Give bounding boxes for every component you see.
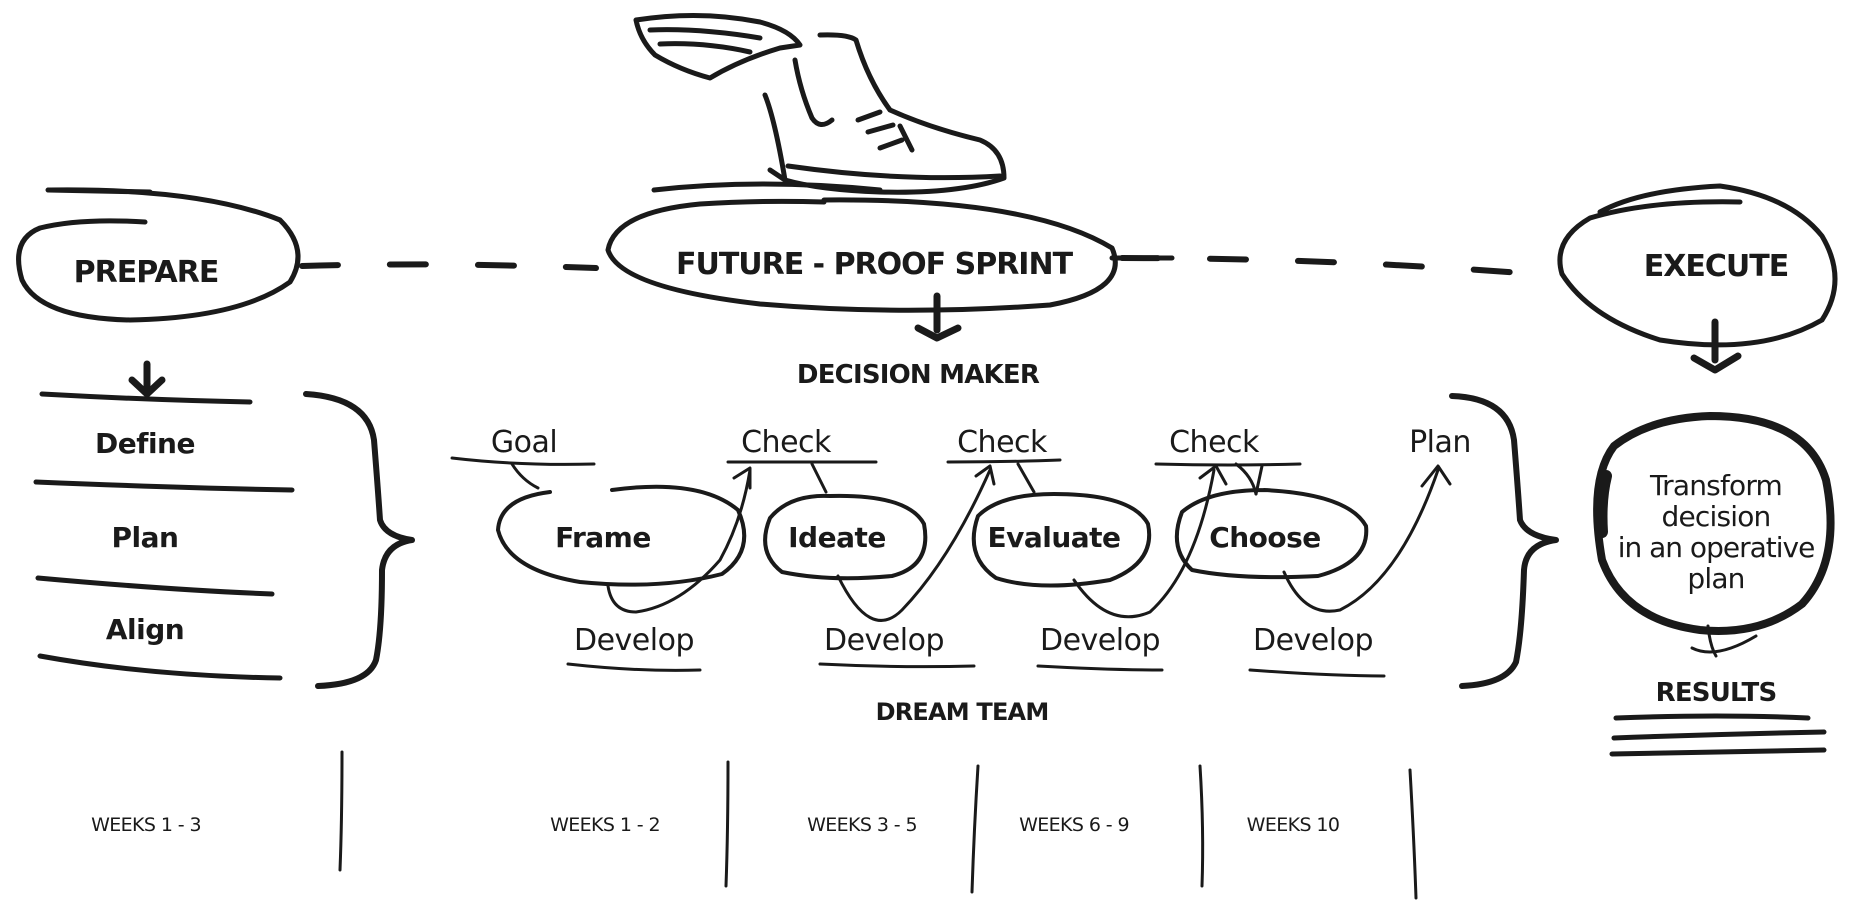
stage-choose: Choose [1209, 521, 1321, 554]
weeks-ideate-label: WEEKS 3 - 5 [807, 814, 917, 836]
arrow-down-icon [1690, 318, 1742, 374]
decision-maker-label: DECISION MAKER [796, 360, 1040, 390]
winged-shoe-icon [633, 12, 1007, 195]
week-dividers [338, 750, 1418, 900]
develop-label-2: Develop [823, 623, 945, 658]
weeks-prepare-label: WEEKS 1 - 3 [91, 814, 201, 836]
checkpoint-check-3: Check [1169, 425, 1259, 460]
execute-text-line1: Transform [1649, 469, 1783, 502]
execute-text-line3: in an operative [1617, 531, 1816, 564]
develop-arrows [606, 464, 1452, 622]
weeks-evaluate-label: WEEKS 6 - 9 [1019, 814, 1129, 836]
prepare-step-define: Define [95, 427, 195, 460]
timeline-connector [299, 255, 1563, 279]
weeks-choose-label: WEEKS 10 [1246, 814, 1340, 836]
right-brace [1449, 393, 1559, 689]
results-underlines [1609, 713, 1827, 757]
prepare-step-plan: Plan [111, 521, 179, 554]
develop-underlines [566, 662, 1386, 678]
left-brace [303, 391, 415, 689]
sprint-bubble [605, 197, 1175, 313]
result-pointer [1690, 624, 1758, 658]
checkpoint-check-2: Check [957, 425, 1047, 460]
stage-ideate: Ideate [788, 521, 886, 554]
execute-circle [1593, 412, 1835, 635]
phase-execute-label: EXECUTE [1643, 249, 1789, 284]
checkpoint-underlines [450, 456, 1302, 496]
execute-text-line4: plan [1687, 562, 1745, 595]
checkpoint-plan: Plan [1409, 425, 1471, 460]
weeks-frame-label: WEEKS 1 - 2 [550, 814, 660, 836]
phase-sprint-label: FUTURE - PROOF SPRINT [675, 247, 1073, 282]
checkpoint-check-1: Check [741, 425, 831, 460]
arrow-down-icon [914, 292, 962, 342]
dream-team-label: DREAM TEAM [875, 698, 1050, 726]
stage-ellipses [496, 484, 1369, 588]
arrow-down-icon [128, 360, 166, 398]
prepare-step-lines [33, 391, 295, 681]
develop-label-3: Develop [1039, 623, 1161, 658]
stage-frame: Frame [555, 521, 651, 554]
prepare-step-align: Align [105, 613, 185, 646]
checkpoint-goal: Goal [490, 425, 558, 460]
execute-bubble [1557, 183, 1838, 348]
prepare-bubble [16, 187, 301, 323]
results-label: RESULTS [1655, 678, 1778, 708]
execute-circle-accent [1595, 470, 1612, 538]
develop-label-1: Develop [573, 623, 695, 658]
phase-prepare-label: PREPARE [73, 255, 220, 290]
stage-evaluate: Evaluate [987, 521, 1121, 554]
develop-label-4: Develop [1252, 623, 1374, 658]
execute-text-line2: decision [1661, 500, 1771, 533]
